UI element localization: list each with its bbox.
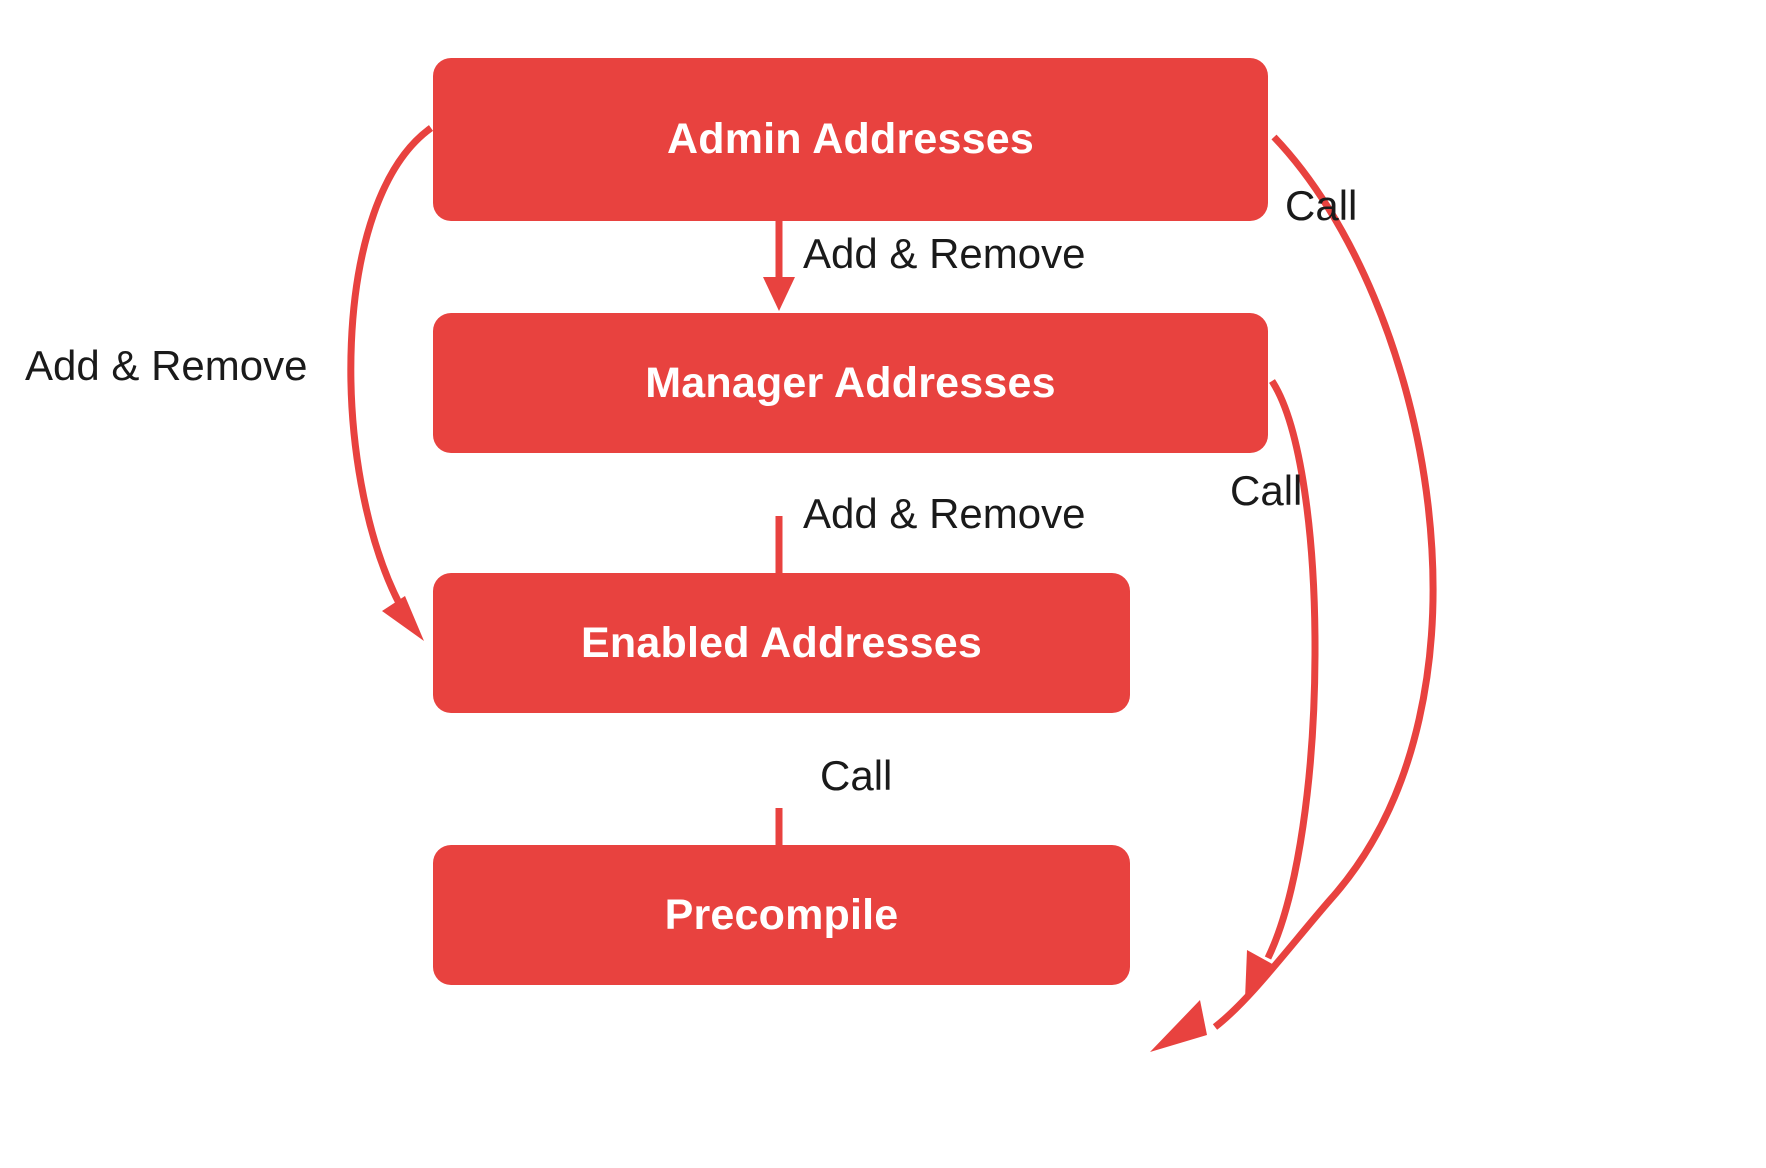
edge-label-manager-precompile: Call [1230, 467, 1303, 514]
node-enabled-addresses-label: Enabled Addresses [581, 618, 982, 667]
edge-manager-precompile-curve [1264, 379, 1319, 960]
node-admin-addresses[interactable]: Admin Addresses [433, 58, 1268, 221]
edge-admin-precompile [1150, 134, 1437, 1052]
node-admin-addresses-label: Admin Addresses [666, 115, 1034, 163]
edge-label-manager-enabled: Add & Remove [803, 490, 1086, 537]
edge-label-admin-enabled: Add & Remove [25, 342, 308, 389]
edge-admin-enabled [347, 125, 434, 641]
node-enabled-addresses[interactable]: Enabled Addresses [433, 573, 1130, 713]
edge-admin-precompile-arrowhead [1150, 1000, 1207, 1052]
edge-label-enabled-precompile: Call [820, 752, 893, 799]
node-precompile-label: Precompile [664, 890, 899, 939]
node-manager-addresses-label: Manager Addresses [645, 358, 1056, 407]
edge-label-admin-precompile: Call [1285, 182, 1358, 229]
edge-admin-enabled-arrowhead [382, 596, 424, 641]
edge-label-admin-manager: Add & Remove [803, 230, 1086, 277]
edge-admin-manager-arrowhead [763, 277, 795, 311]
edge-admin-precompile-curve [1212, 134, 1437, 1030]
node-manager-addresses[interactable]: Manager Addresses [433, 313, 1268, 453]
edge-admin-manager [763, 221, 795, 311]
node-precompile[interactable]: Precompile [433, 845, 1130, 985]
edge-admin-enabled-curve [347, 125, 434, 607]
